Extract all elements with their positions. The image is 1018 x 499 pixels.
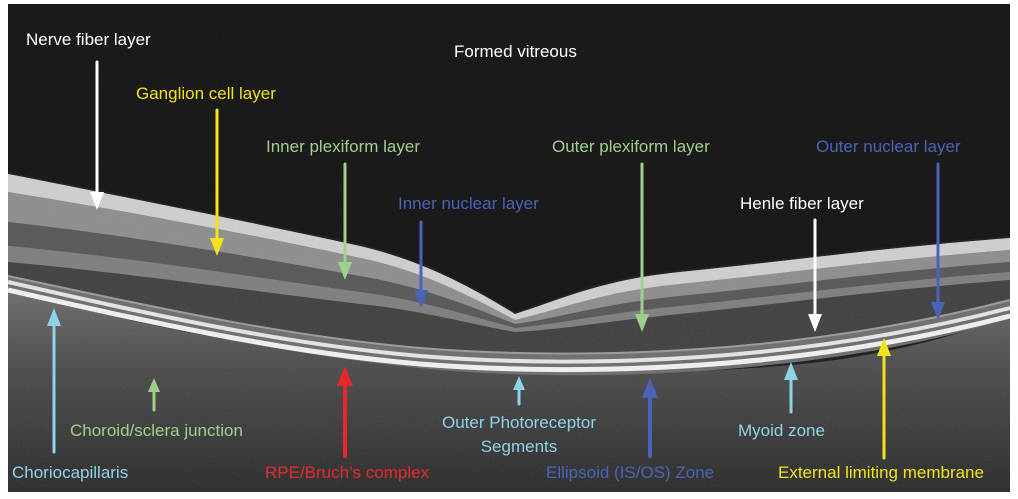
label-choriocapillaris: Choriocapillaris bbox=[12, 463, 128, 483]
label-outer-photoreceptor-segments: Outer Photoreceptor Segments bbox=[430, 413, 608, 457]
label-external-limiting-membrane: External limiting membrane bbox=[778, 463, 984, 483]
label-choroid-sclera-junction: Choroid/sclera junction bbox=[70, 421, 243, 441]
label-outer-photoreceptor-line1: Outer Photoreceptor bbox=[430, 413, 608, 433]
label-ganglion-cell-layer: Ganglion cell layer bbox=[136, 84, 276, 104]
label-nerve-fiber-layer: Nerve fiber layer bbox=[26, 30, 151, 50]
label-outer-photoreceptor-line2: Segments bbox=[430, 437, 608, 457]
label-inner-nuclear-layer: Inner nuclear layer bbox=[398, 194, 539, 214]
label-inner-plexiform-layer: Inner plexiform layer bbox=[266, 137, 420, 157]
label-outer-plexiform-layer: Outer plexiform layer bbox=[552, 137, 710, 157]
label-henle-fiber-layer: Henle fiber layer bbox=[740, 194, 864, 214]
label-outer-nuclear-layer: Outer nuclear layer bbox=[816, 137, 961, 157]
label-myoid-zone: Myoid zone bbox=[738, 421, 825, 441]
label-formed-vitreous: Formed vitreous bbox=[454, 42, 577, 62]
label-rpe-bruchs-complex: RPE/Bruch’s complex bbox=[265, 463, 429, 483]
label-ellipsoid-zone: Ellipsoid (IS/OS) Zone bbox=[546, 463, 714, 483]
